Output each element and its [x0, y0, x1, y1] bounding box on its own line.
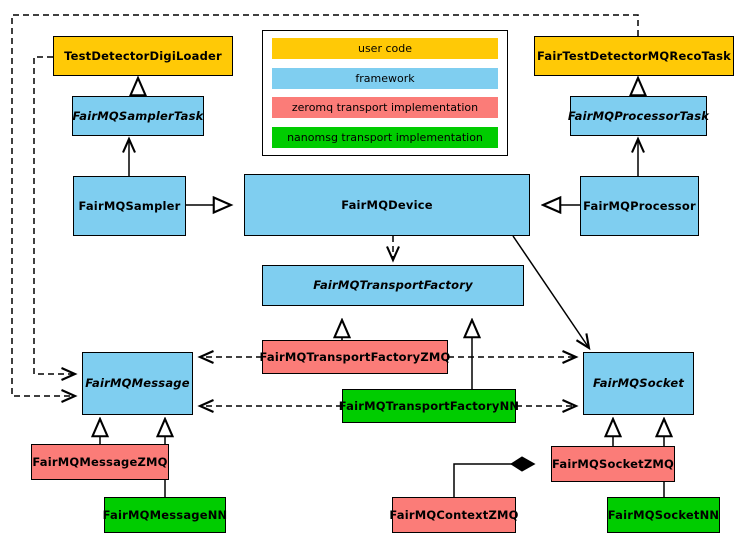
class-node-FairMQContextZMQ[interactable]: FairMQContextZMQ — [389, 497, 519, 533]
class-node-FairMQDevice[interactable]: FairMQDevice — [244, 174, 530, 236]
class-node-FairMQSocket[interactable]: FairMQSocket — [583, 352, 694, 415]
class-node-FairMQProcessor[interactable]: FairMQProcessor — [580, 176, 699, 236]
class-node-FairMQMessageNN[interactable]: FairMQMessageNN — [102, 497, 228, 533]
class-node-label: FairMQSocketZMQ — [552, 456, 674, 471]
class-node-FairMQSamplerTask[interactable]: FairMQSamplerTask — [72, 96, 204, 136]
legend-label-user-code: user code — [357, 42, 413, 55]
legend-item-zeromq: zeromq transport implementation — [272, 97, 498, 119]
class-node-label: FairMQProcessorTask — [567, 108, 710, 123]
class-node-label: FairMQMessageNN — [102, 507, 228, 522]
class-node-TestDetectorDigiLoader[interactable]: TestDetectorDigiLoader — [53, 36, 233, 76]
legend-label-zeromq: zeromq transport implementation — [291, 101, 479, 115]
class-node-FairMQTransportFactoryNN[interactable]: FairMQTransportFactoryNN — [339, 389, 519, 423]
edge-device-socket — [512, 235, 591, 351]
edge-digiloader-message — [33, 56, 78, 381]
edge-contextzmq-socketzmq — [453, 456, 536, 497]
class-node-label: FairMQSampler — [78, 198, 181, 213]
class-node-label: FairMQSocket — [592, 376, 685, 391]
class-node-FairMQMessage[interactable]: FairMQMessage — [82, 352, 193, 415]
class-node-FairMQTransportFactory[interactable]: FairMQTransportFactory — [262, 265, 524, 306]
legend-label-nanomsg: nanomsg transport implementation — [287, 130, 483, 144]
class-node-FairMQMessageZMQ[interactable]: FairMQMessageZMQ — [31, 444, 169, 480]
class-node-FairMQProcessorTask[interactable]: FairMQProcessorTask — [567, 96, 710, 136]
class-node-label: FairMQSocketNN — [607, 507, 720, 522]
legend-item-user-code: user code — [272, 38, 498, 59]
class-node-label: FairMQMessage — [85, 376, 190, 391]
class-node-label: FairMQSamplerTask — [72, 108, 204, 123]
class-node-label: TestDetectorDigiLoader — [64, 48, 222, 63]
class-node-label: FairMQDevice — [341, 197, 433, 212]
class-node-FairMQSocketZMQ[interactable]: FairMQSocketZMQ — [551, 446, 675, 482]
legend-item-framework: framework — [272, 67, 498, 89]
class-node-FairMQTransportFactoryZMQ[interactable]: FairMQTransportFactoryZMQ — [259, 340, 451, 374]
class-node-label: FairMQContextZMQ — [389, 507, 519, 522]
legend: user code framework zeromq transport imp… — [262, 30, 508, 156]
class-node-label: FairMQTransportFactory — [313, 278, 473, 293]
class-node-label: FairMQTransportFactoryNN — [338, 398, 520, 413]
class-node-FairTestDetectorMQRecoTask[interactable]: FairTestDetectorMQRecoTask — [534, 36, 734, 76]
class-node-label: FairMQTransportFactoryZMQ — [259, 349, 451, 364]
class-node-label: FairTestDetectorMQRecoTask — [537, 48, 731, 63]
legend-item-nanomsg: nanomsg transport implementation — [272, 126, 498, 148]
class-node-label: FairMQMessageZMQ — [32, 454, 168, 469]
class-node-FairMQSocketNN[interactable]: FairMQSocketNN — [607, 497, 720, 533]
class-node-label: FairMQProcessor — [583, 198, 696, 213]
legend-label-framework: framework — [355, 71, 415, 85]
class-node-FairMQSampler[interactable]: FairMQSampler — [73, 176, 186, 236]
